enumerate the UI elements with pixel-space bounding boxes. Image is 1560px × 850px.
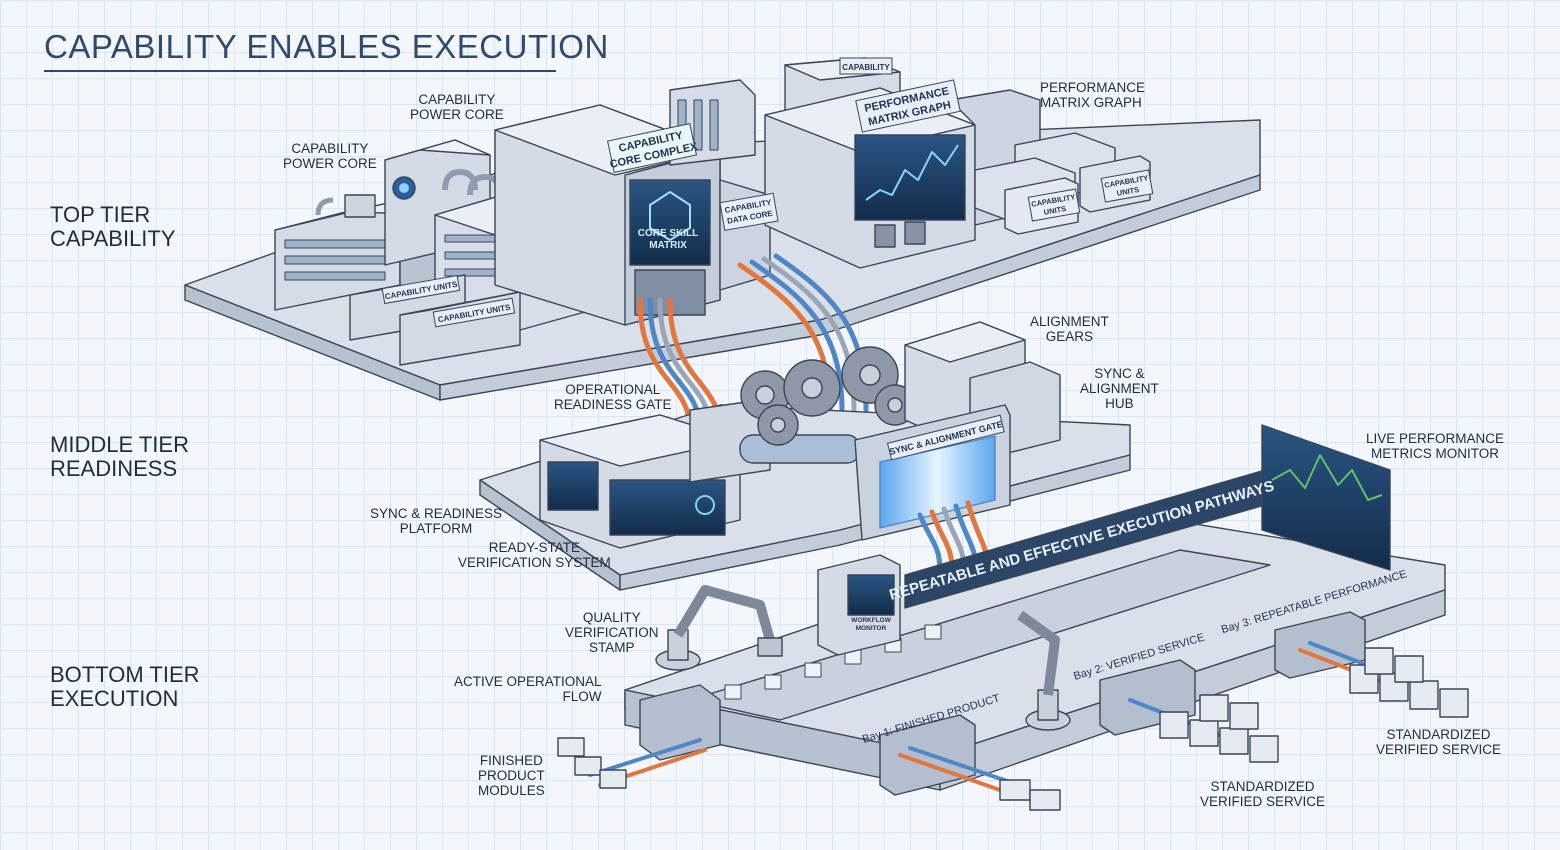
callout-active-operational-flow: ACTIVE OPERATIONAL FLOW (454, 674, 602, 704)
callout-quality-verification-stamp: QUALITY VERIFICATION STAMP (565, 610, 659, 655)
sign-text: UNITS (1043, 204, 1067, 217)
callout-performance-matrix-graph: PERFORMANCE MATRIX GRAPH (1040, 80, 1146, 110)
kiosk-text: MONITOR (856, 625, 887, 632)
kiosk-text: WORKFLOW (851, 617, 892, 624)
callout-operational-readiness-gate: OPERATIONAL READINESS GATE (554, 382, 672, 412)
sign-text: CAPABILITY (842, 63, 890, 72)
callout-alignment-gears: ALIGNMENT GEARS (1030, 314, 1109, 344)
title-underline (44, 70, 556, 72)
tier-label-top: TOP TIER CAPABILITY (50, 202, 176, 251)
callout-standardized-verified-service-right: STANDARDIZED VERIFIED SERVICE (1376, 727, 1502, 757)
callout-capability-power-core-lower: CAPABILITY POWER CORE (283, 141, 377, 171)
sign-capability-data-core: CAPABILITY DATA CORE (719, 192, 779, 231)
active-operational-flow-conveyor (689, 549, 1271, 721)
callout-live-performance-metrics-monitor: LIVE PERFORMANCE METRICS MONITOR (1366, 431, 1505, 461)
standardized-verified-service-crates-center (1159, 694, 1279, 763)
callout-sync-readiness-platform: SYNC & READINESS PLATFORM (370, 506, 503, 536)
workflow-monitor-kiosk (817, 554, 901, 656)
live-performance-metrics-monitor (1261, 424, 1391, 571)
top-to-middle-cables (637, 253, 869, 433)
screen-text: MATRIX (649, 240, 687, 251)
sign-capability-units-c: CAPABILITY UNITS (1027, 188, 1081, 222)
callout-sync-alignment-hub: SYNC & ALIGNMENT HUB (1080, 366, 1159, 411)
standardized-verified-service-crates-right (1349, 647, 1469, 718)
callout-finished-product-modules: FINISHED PRODUCT MODULES (478, 753, 545, 798)
callout-standardized-verified-service-center: STANDARDIZED VERIFIED SERVICE (1200, 779, 1326, 809)
tier-label-middle: MIDDLE TIER READINESS (50, 432, 189, 481)
finished-product-module-crates (557, 737, 1061, 811)
page-title: CAPABILITY ENABLES EXECUTION (44, 28, 609, 65)
robotic-arm-left (655, 585, 783, 671)
sync-readiness-platform-building (539, 414, 741, 549)
callout-ready-state-verification-system: READY-STATE VERIFICATION SYSTEM (458, 540, 611, 570)
robotic-arm-right (1017, 610, 1071, 731)
screen-text: CORE SKILL (638, 228, 699, 239)
callout-capability-power-core-upper: CAPABILITY POWER CORE (410, 92, 504, 122)
sign-capability-units-d: CAPABILITY UNITS (1100, 169, 1154, 203)
sign-capability-top: CAPABILITY (839, 57, 893, 75)
tier-label-bottom: BOTTOM TIER EXECUTION (50, 662, 200, 711)
sign-text: UNITS (1116, 185, 1140, 198)
